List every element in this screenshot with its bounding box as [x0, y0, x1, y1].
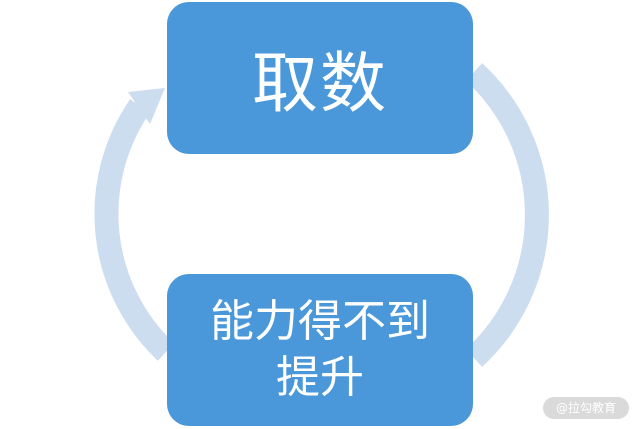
- node-fetch-data-label: 取数: [252, 45, 388, 122]
- cycle-arc-left: [94, 99, 175, 361]
- watermark-badge: @拉勾教育: [543, 397, 629, 419]
- node-no-ability-improvement-label: 能力得不到提升: [210, 296, 430, 403]
- node-fetch-data: 取数: [167, 2, 473, 154]
- node-no-ability-improvement: 能力得不到提升: [167, 274, 473, 426]
- cycle-arrowhead: [128, 88, 165, 124]
- watermark-text: @拉勾教育: [555, 401, 616, 415]
- cycle-arc-right: [465, 63, 549, 367]
